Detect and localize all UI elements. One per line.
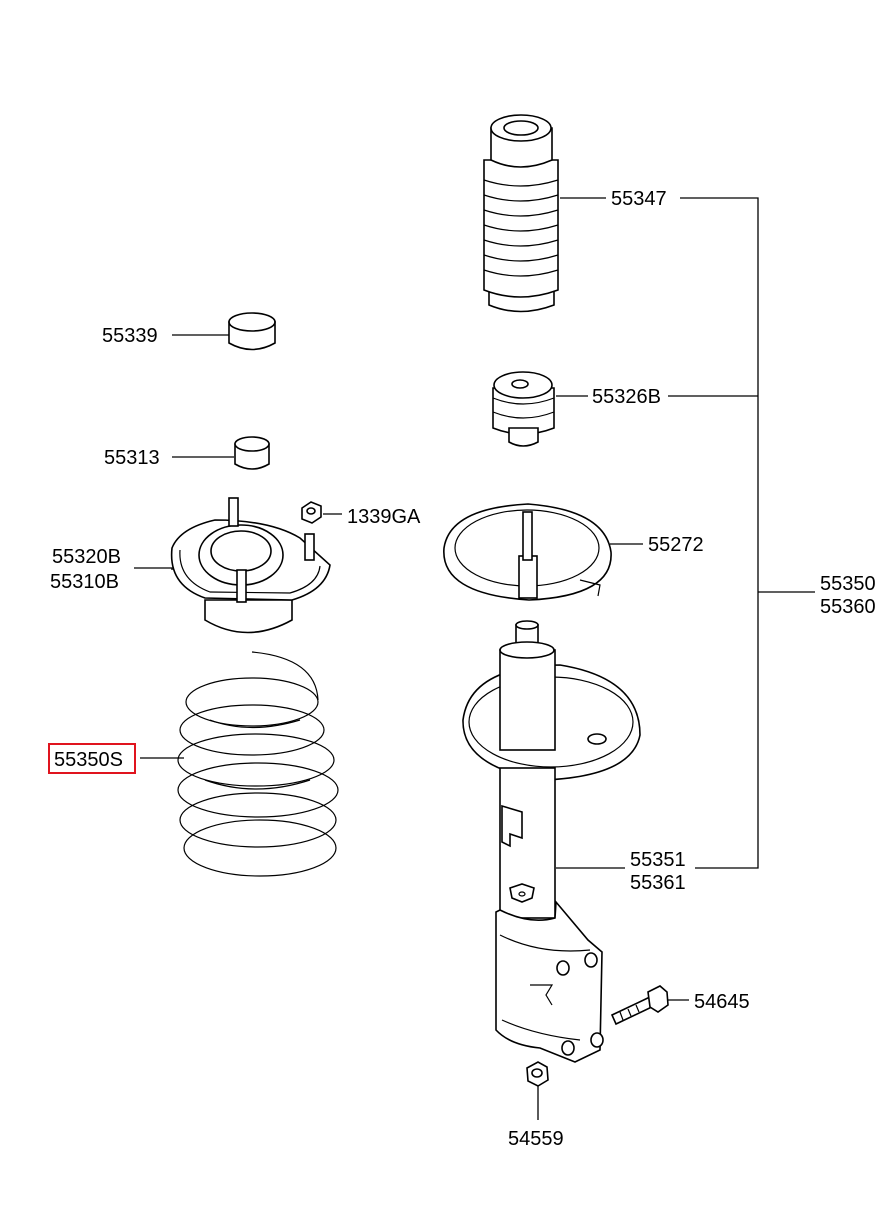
part-labels: 55347 55339 55326B 55313 1339GA 55320B 5… — [48, 188, 876, 1150]
bushing-55339 — [228, 312, 276, 351]
label-55320B[interactable]: 55320B — [52, 546, 121, 568]
label-55360[interactable]: 55360 — [820, 596, 876, 618]
spring-seat-55272 — [443, 503, 612, 601]
nut-1339GA — [301, 501, 322, 524]
label-55351[interactable]: 55351 — [630, 849, 686, 871]
nut-54559 — [526, 1061, 549, 1087]
highlight-box-55350S — [48, 743, 136, 774]
label-54645[interactable]: 54645 — [694, 991, 750, 1013]
bump-stopper-55326B — [492, 371, 555, 447]
strut-assembly-55351 — [462, 620, 641, 1063]
leader-lines — [134, 197, 815, 1120]
label-55310B[interactable]: 55310B — [50, 571, 119, 593]
bolt-54645 — [610, 985, 669, 1026]
label-55339[interactable]: 55339 — [102, 325, 158, 347]
label-55313[interactable]: 55313 — [104, 447, 160, 469]
label-1339GA[interactable]: 1339GA — [347, 506, 421, 528]
label-55326B[interactable]: 55326B — [592, 386, 661, 408]
label-54559[interactable]: 54559 — [508, 1128, 564, 1150]
label-55350S[interactable]: 55350S — [54, 749, 123, 771]
dust-boot-55347 — [483, 114, 559, 313]
coil-spring-55350S — [177, 651, 339, 877]
label-55347[interactable]: 55347 — [611, 188, 667, 210]
strut-mount-55320B — [170, 497, 331, 634]
label-55350[interactable]: 55350 — [820, 573, 876, 595]
bushing-55313 — [234, 436, 270, 470]
label-55361[interactable]: 55361 — [630, 872, 686, 894]
label-55272[interactable]: 55272 — [648, 534, 704, 556]
